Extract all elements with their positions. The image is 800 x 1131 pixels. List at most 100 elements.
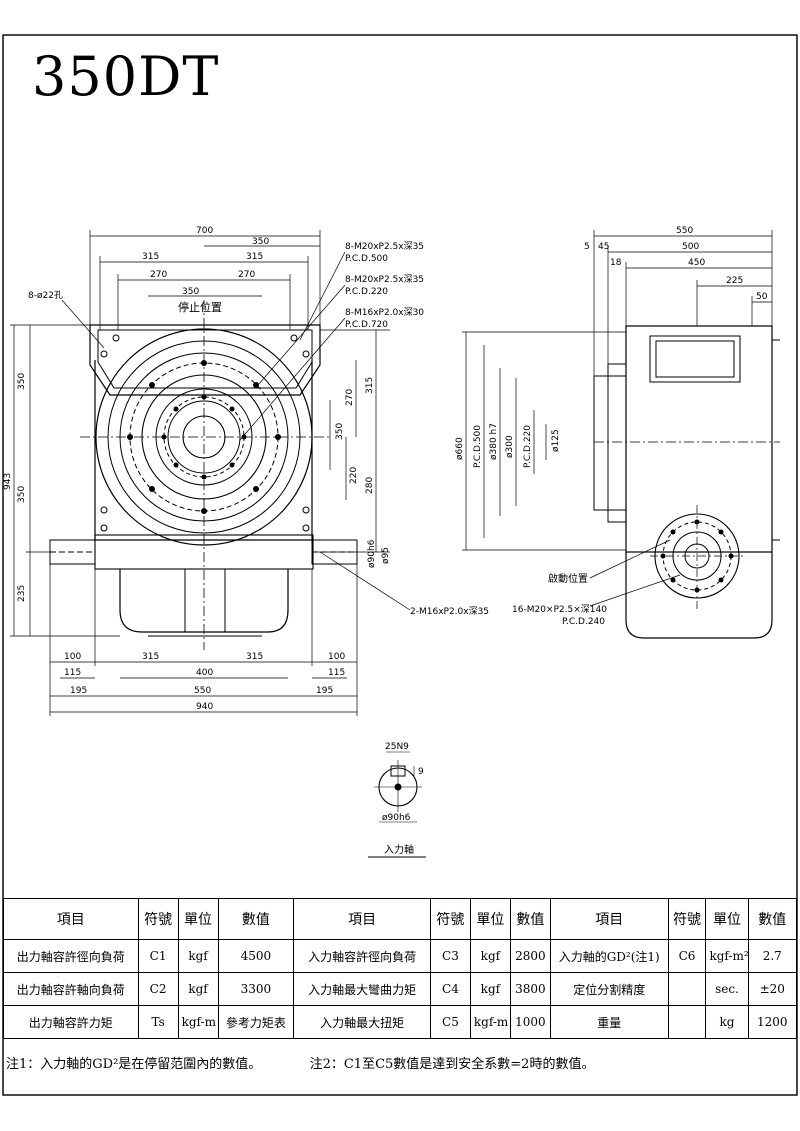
table-cell: 入力軸的GD²(注1)	[549, 939, 669, 973]
header-cell: 單位	[177, 898, 219, 940]
callout: P.C.D.720	[345, 320, 388, 330]
dim-label: 940	[196, 702, 213, 712]
note-2: 注2：C1至C5數值是達到安全系數=2時的數值。	[309, 1057, 595, 1072]
dim-label: ø90h6	[367, 539, 377, 568]
dim-label: 270	[238, 270, 255, 280]
header-cell: 項目	[293, 898, 431, 940]
spec-table: 項目 符號 單位 數值 項目 符號 單位 數值 項目 符號 單位 數值 出力軸容…	[3, 898, 798, 1039]
dim-label: 270	[345, 389, 355, 406]
callout: 8-M20xP2.5x深35	[345, 241, 424, 252]
table-cell: ±20	[747, 972, 798, 1006]
dim-label: 550	[676, 226, 693, 236]
dim-label: 550	[194, 686, 211, 696]
table-cell: kgf	[177, 939, 219, 973]
dim-label: ø125	[551, 429, 561, 452]
header-cell: 符號	[667, 898, 707, 940]
dim-label: 315	[142, 252, 159, 262]
dim-label: 195	[316, 686, 333, 696]
spec-table-header: 項目 符號 單位 數值 項目 符號 單位 數值 項目 符號 單位 數值	[3, 898, 798, 940]
callout: 2-M16xP2.0x深35	[410, 606, 489, 617]
dim-label: 350	[252, 237, 269, 247]
table-row: 出力軸容許徑向負荷 C1 kgf 4500 入力軸容許徑向負荷 C3 kgf 2…	[3, 939, 798, 973]
notes: 注1：入力軸的GD²是在停留范圍內的數值。 注2：C1至C5數值是達到安全系數=…	[6, 1053, 594, 1072]
table-cell: 重量	[549, 1005, 669, 1039]
start-position-label: 啟動位置	[548, 572, 588, 585]
table-cell: C2	[137, 972, 179, 1006]
table-cell: 參考力矩表	[217, 1005, 295, 1039]
callout: P.C.D.220	[345, 287, 388, 297]
table-cell: 入力軸容許徑向負荷	[293, 939, 431, 973]
dim-label: ø380 h7	[489, 423, 499, 460]
table-cell: 入力軸最大彎曲力矩	[293, 972, 431, 1006]
dim-label: 45	[598, 242, 609, 252]
table-cell: Ts	[137, 1005, 179, 1039]
table-cell: kgf	[469, 972, 511, 1006]
dim-label: 315	[365, 377, 375, 394]
table-cell: C1	[137, 939, 179, 973]
holes-label: 8-ø22孔	[28, 290, 63, 301]
callout: 8-M20xP2.5x深35	[345, 274, 424, 285]
sheet-border	[2, 34, 798, 1096]
dim-label: 315	[142, 652, 159, 662]
dim-label: 270	[150, 270, 167, 280]
note-1: 注1：入力軸的GD²是在停留范圍內的數值。	[6, 1057, 262, 1072]
table-cell: 出力軸容許軸向負荷	[3, 972, 139, 1006]
table-cell: 2800	[509, 939, 551, 973]
header-cell: 單位	[469, 898, 511, 940]
table-cell: 出力軸容許徑向負荷	[3, 939, 139, 973]
header-cell: 數值	[217, 898, 295, 940]
dim-label: 315	[246, 652, 263, 662]
dim-label: 100	[64, 652, 81, 662]
header-cell: 符號	[137, 898, 179, 940]
header-cell: 項目	[3, 898, 139, 940]
dim-label: 100	[328, 652, 345, 662]
dim-label: 700	[196, 226, 213, 236]
table-cell: 1200	[747, 1005, 798, 1039]
dim-label: 450	[688, 258, 705, 268]
dim-label: ø95	[381, 547, 391, 564]
table-cell: C4	[429, 972, 471, 1006]
dim-label: ø90h6	[382, 813, 411, 823]
dim-label: 350	[17, 486, 27, 503]
drawing-title: 350DT	[32, 45, 220, 108]
callout: P.C.D.240	[562, 617, 605, 627]
header-cell: 單位	[705, 898, 749, 940]
side-view	[462, 230, 780, 639]
dim-label: 500	[682, 242, 699, 252]
shaft-detail	[368, 751, 426, 858]
dim-label: 235	[17, 585, 27, 602]
table-cell	[667, 972, 707, 1006]
table-cell: kgf-m	[469, 1005, 511, 1039]
dim-label: ø300	[505, 435, 515, 458]
dim-label: 280	[365, 477, 375, 494]
dim-label: 18	[610, 258, 622, 268]
table-cell: C5	[429, 1005, 471, 1039]
table-cell: 2.7	[747, 939, 798, 973]
dim-label: 25N9	[385, 742, 409, 752]
dim-label: ø660	[455, 437, 465, 460]
dim-label: 9	[418, 767, 424, 777]
table-row: 出力軸容許力矩 Ts kgf-m 參考力矩表 入力軸最大扭矩 C5 kgf-m …	[3, 1005, 798, 1039]
table-cell: kgf	[469, 939, 511, 973]
table-cell: sec.	[705, 972, 749, 1006]
dim-label: 195	[70, 686, 87, 696]
stop-position-label: 停止位置	[178, 300, 222, 314]
callout: 8-M16xP2.0x深30	[345, 307, 424, 318]
table-cell	[667, 1005, 707, 1039]
table-cell: 出力軸容許力矩	[3, 1005, 139, 1039]
dim-label: 943	[3, 473, 13, 490]
shaft-caption: 入力軸	[384, 843, 414, 856]
table-cell: kgf	[177, 972, 219, 1006]
dim-label: 115	[64, 668, 81, 678]
table-cell: 3800	[509, 972, 551, 1006]
header-cell: 符號	[429, 898, 471, 940]
callout: P.C.D.500	[345, 254, 388, 264]
table-cell: kgf-m²	[705, 939, 749, 973]
dim-label: P.C.D.500	[473, 425, 483, 468]
header-cell: 數值	[747, 898, 798, 940]
table-cell: C3	[429, 939, 471, 973]
table-cell: 定位分割精度	[549, 972, 669, 1006]
table-cell: kg	[705, 1005, 749, 1039]
